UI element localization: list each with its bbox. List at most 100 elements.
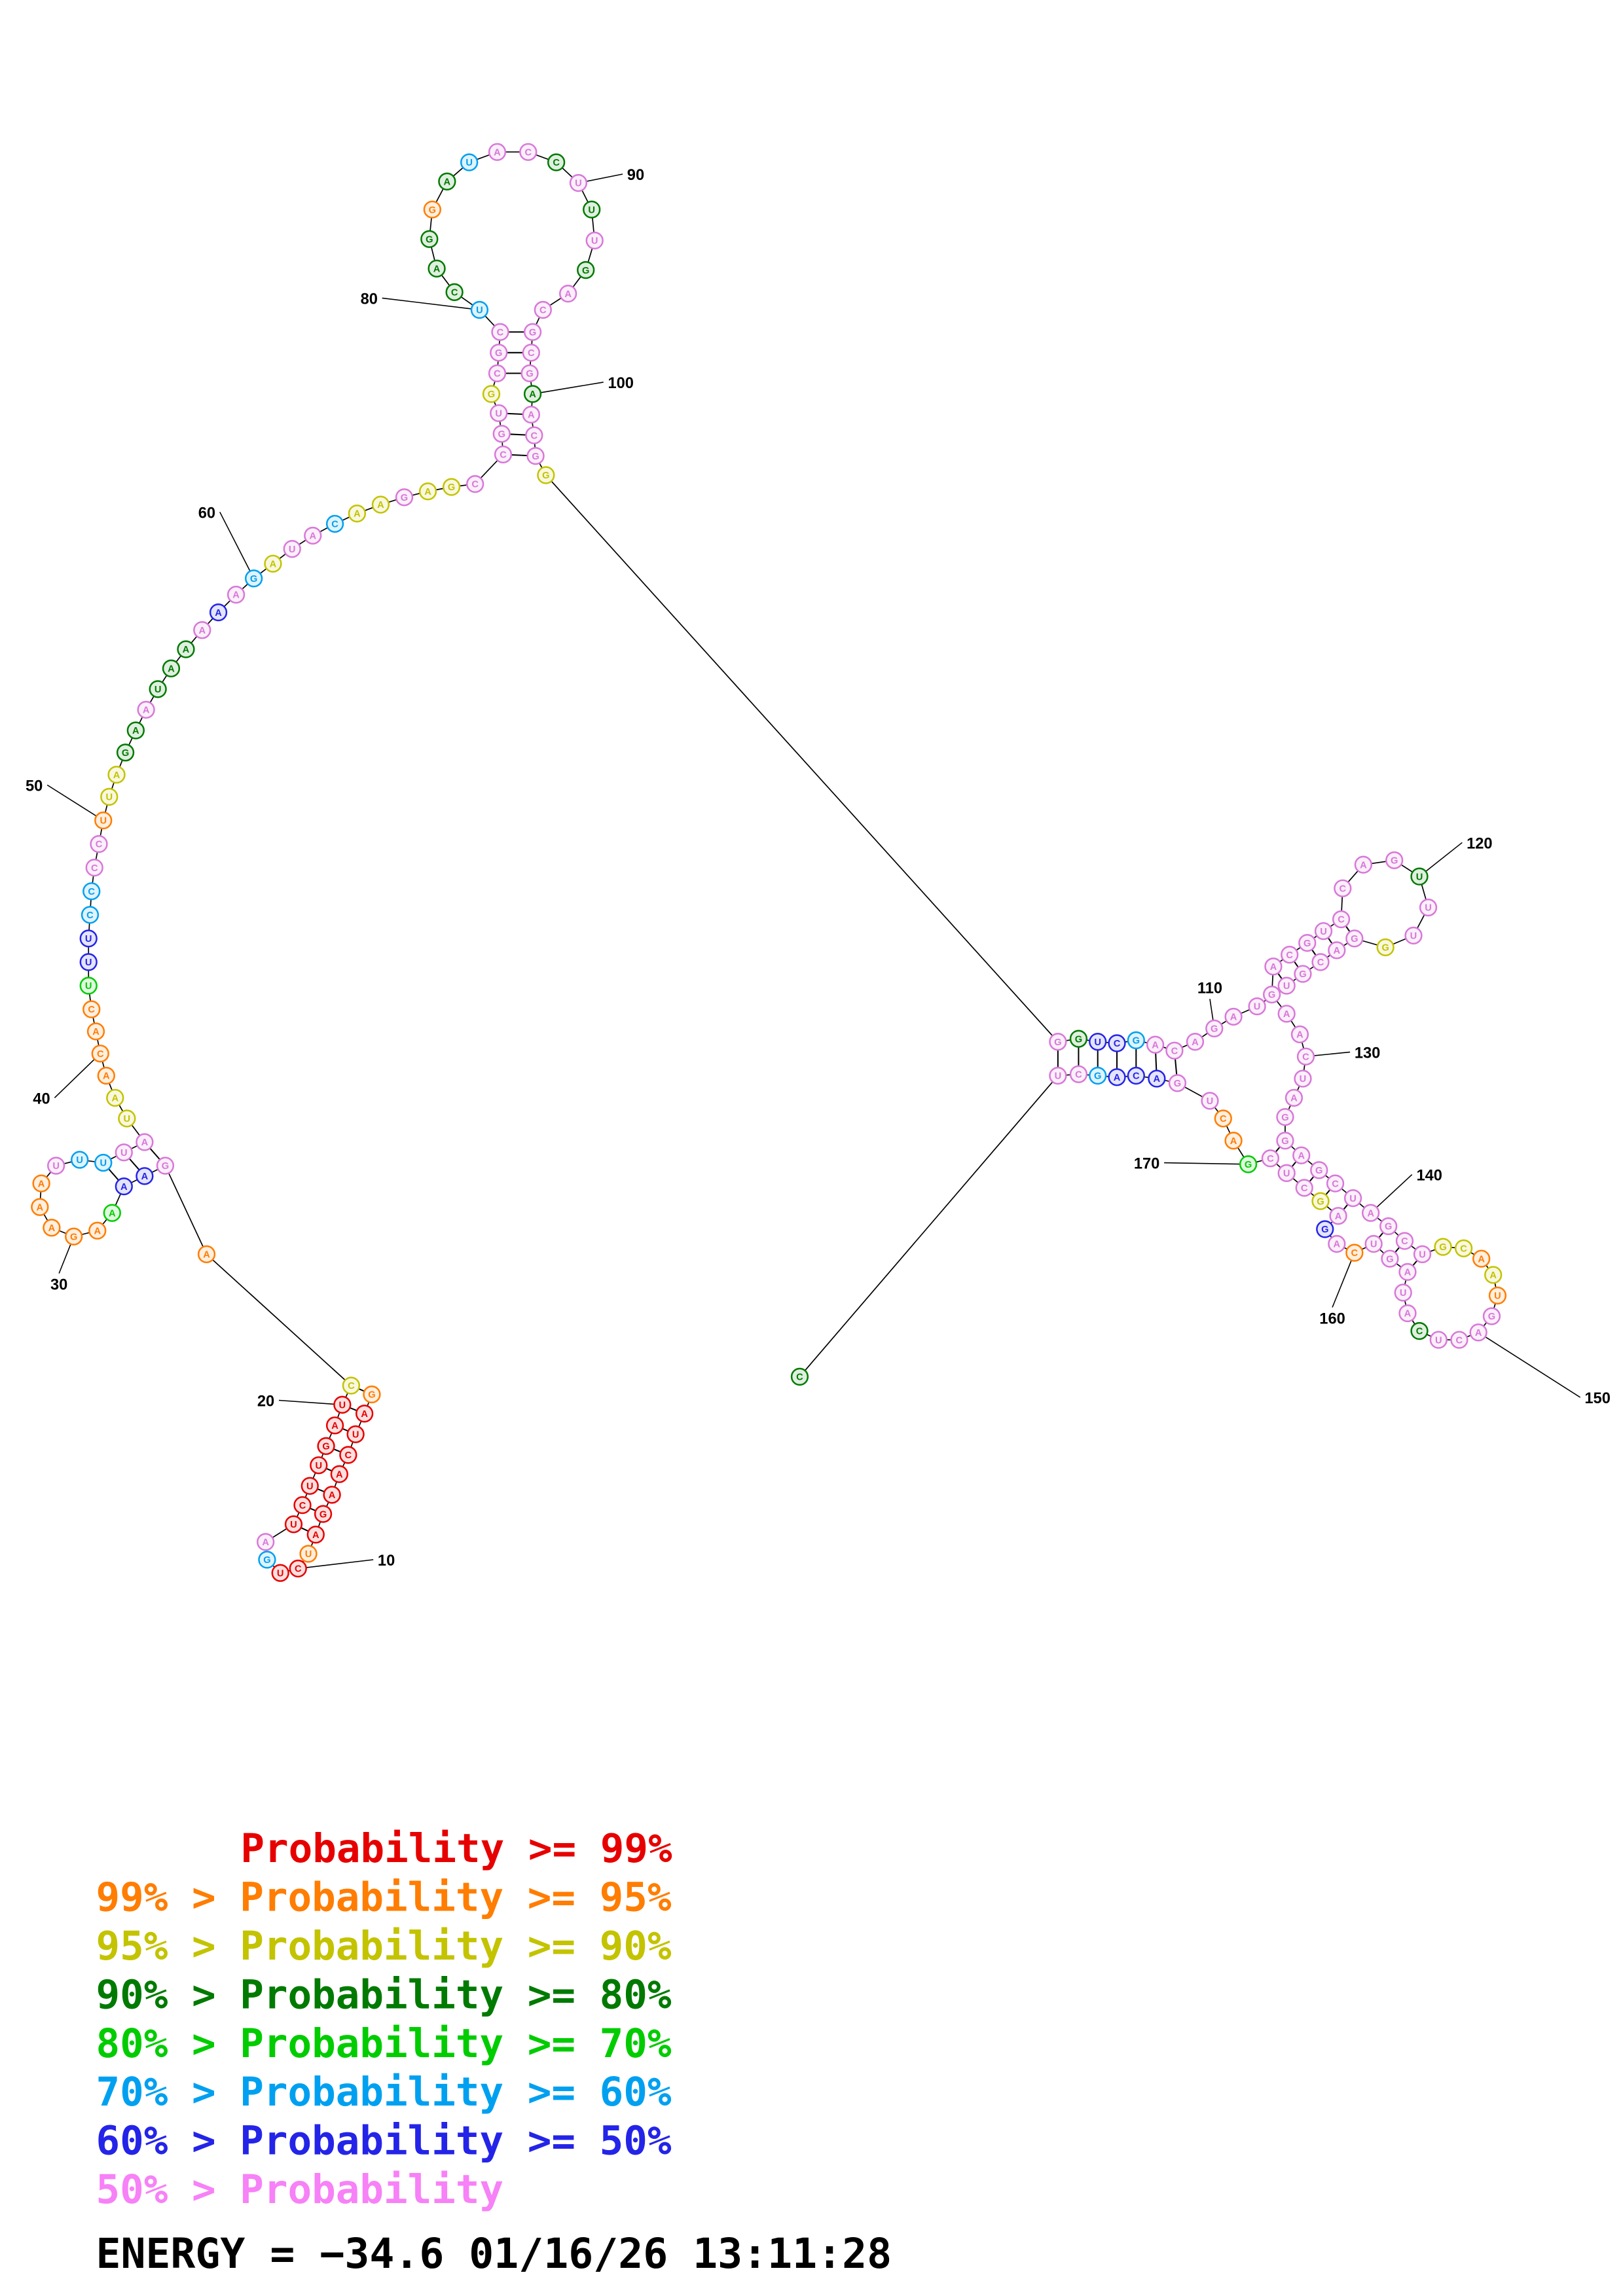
nucleotide-letter: G — [319, 1509, 327, 1520]
nucleotide-circle — [1127, 1066, 1145, 1085]
position-label: 50 — [26, 778, 43, 795]
nucleotide-circle-base — [1201, 1092, 1218, 1109]
nucleotide-circle-base — [1365, 1236, 1382, 1252]
nucleotide-circle-base — [524, 386, 541, 403]
nucleotide-circle-base — [95, 1155, 112, 1171]
nucleotide-circle-base — [103, 1204, 120, 1221]
nucleotide-circle — [466, 475, 484, 493]
nucleotide-circle-base — [1380, 1218, 1397, 1234]
nucleotide-circle-base — [1277, 1109, 1294, 1126]
nucleotide-letter: C — [553, 158, 560, 168]
nucleotide-circle — [1168, 1074, 1187, 1092]
nucleotide-circle-base — [107, 1089, 124, 1106]
nucleotide-circle-base — [420, 483, 436, 500]
nucleotide-letter: C — [97, 1049, 104, 1060]
nucleotide-circle-base — [80, 930, 97, 947]
nucleotide-circle-base — [1264, 986, 1281, 1003]
nucleotide-circle — [1316, 1220, 1334, 1238]
nucleotide-letter: A — [94, 1226, 101, 1236]
nucleotide-letter: G — [542, 471, 549, 481]
nucleotide-letter: G — [1439, 1242, 1446, 1253]
nucleotide-letter: G — [1268, 990, 1275, 1001]
nucleotide-letter: A — [331, 1421, 338, 1431]
nucleotide-circle — [1354, 855, 1372, 874]
nucleotide-circle — [585, 231, 604, 250]
nucleotide-circle — [304, 526, 322, 545]
nucleotide-letter: G — [498, 429, 505, 440]
nucleotide-circle-base — [1089, 1033, 1106, 1050]
nucleotide-letter: A — [528, 410, 535, 421]
nucleotide-letter: U — [339, 1400, 346, 1410]
nucleotide-letter: A — [1230, 1136, 1237, 1147]
nucleotide-letter: C — [500, 450, 507, 461]
nucleotide-circle — [177, 640, 195, 658]
nucleotide-letter: C — [1220, 1114, 1227, 1124]
nucleotide-circle — [395, 488, 414, 507]
nucleotide-circle — [65, 1227, 83, 1246]
nucleotide-circle — [1294, 965, 1312, 983]
nucleotide-circle-base — [373, 496, 389, 513]
nucleotide-circle-base — [1334, 880, 1351, 897]
nucleotide-circle-base — [1293, 1147, 1310, 1164]
nucleotide-circle-base — [1484, 1308, 1500, 1325]
nucleotide-circle-base — [283, 541, 301, 558]
nucleotide-letter: U — [155, 685, 162, 695]
nucleotide-letter: G — [1133, 1036, 1140, 1047]
nucleotide-circle-base — [489, 365, 505, 382]
nucleotide-circle — [1276, 1132, 1294, 1150]
nucleotide-circle — [569, 173, 588, 192]
nucleotide-circle-base — [31, 1198, 48, 1215]
nucleotide-circle — [1314, 922, 1333, 941]
nucleotide-circle-base — [446, 283, 463, 300]
nucleotide-circle — [534, 300, 552, 319]
nucleotide-letter: C — [1075, 1069, 1082, 1080]
nucleotide-circle — [525, 426, 543, 444]
nucleotide-letter: A — [1360, 860, 1367, 870]
nucleotide-circle — [88, 1221, 107, 1240]
nucleotide-circle-base — [1312, 1193, 1329, 1210]
nucleotide-circle — [330, 1465, 348, 1483]
nucleotide-circle — [1404, 926, 1423, 944]
nucleotide-circle — [193, 621, 211, 639]
nucleotide-letter: A — [262, 1537, 269, 1548]
nucleotide-circle — [523, 385, 542, 403]
nucleotide-circle-base — [586, 232, 603, 249]
nucleotide-circle-base — [246, 570, 263, 587]
nucleotide-circle-base — [1386, 852, 1403, 869]
nucleotide-circle — [494, 445, 513, 464]
nucleotide-circle-base — [318, 1438, 335, 1454]
nucleotide-letter: A — [1478, 1254, 1485, 1265]
nucleotide-circle — [333, 1395, 352, 1414]
nucleotide-letter: C — [1301, 1183, 1308, 1194]
nucleotide-letter: C — [1317, 958, 1324, 968]
nucleotide-circle — [339, 1446, 357, 1464]
nucleotide-circle — [90, 834, 108, 853]
nucleotide-circle-base — [300, 1545, 317, 1562]
nucleotide-letter: U — [1410, 931, 1417, 942]
nucleotide-circle — [423, 200, 441, 219]
nucleotide-circle — [1205, 1019, 1224, 1038]
nucleotide-circle-base — [396, 489, 412, 506]
nucleotide-letter: A — [168, 664, 175, 674]
nucleotide-circle-base — [1225, 1132, 1242, 1149]
nucleotide-letter: G — [70, 1232, 77, 1242]
nucleotide-letter: G — [1391, 856, 1398, 867]
nucleotide-circle — [1332, 910, 1351, 929]
nucleotide-circle-base — [157, 1157, 173, 1174]
nucleotide-circle — [1410, 1321, 1429, 1340]
nucleotide-circle — [1385, 851, 1404, 870]
nucleotide-circle — [1089, 1033, 1107, 1051]
nucleotide-circle-base — [310, 1457, 327, 1474]
nucleotide-circle-base — [1281, 946, 1298, 963]
nucleotide-circle — [284, 1515, 303, 1534]
nucleotide-circle-base — [521, 365, 538, 382]
nucleotide-circle-base — [1166, 1042, 1183, 1059]
nucleotide-circle-base — [136, 1168, 153, 1185]
nucleotide-circle-base — [304, 527, 321, 544]
nucleotide-letter: G — [162, 1161, 169, 1172]
nucleotide-circle-base — [1294, 965, 1311, 982]
nucleotide-circle-base — [92, 1045, 109, 1062]
nucleotide-circle-base — [115, 1178, 132, 1195]
label-leader-line — [46, 784, 104, 821]
nucleotide-circle — [1334, 879, 1352, 897]
